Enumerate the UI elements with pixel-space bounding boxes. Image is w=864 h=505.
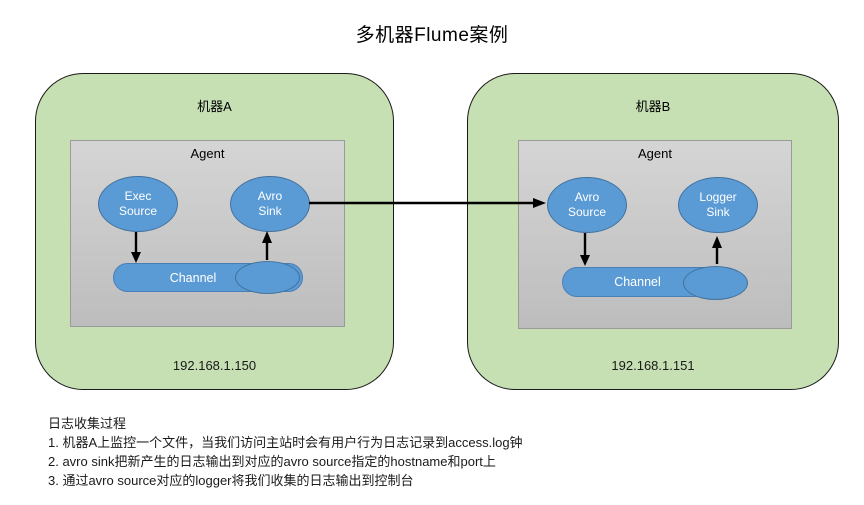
machine-a-ip: 192.168.1.150 <box>172 358 257 373</box>
avro-source-node: Avro Source <box>547 177 627 233</box>
notes-line-2: 2. avro sink把新产生的日志输出到对应的avro source指定的h… <box>48 454 496 469</box>
avro-sink-label-line2: Sink <box>258 204 282 218</box>
notes-line-1: 1. 机器A上监控一个文件，当我们访问主站时会有用户行为日志记录到access.… <box>48 435 523 450</box>
agent-b-box: Agent <box>518 140 792 329</box>
avro-source-label-line1: Avro <box>574 190 600 204</box>
avro-sink-label-line1: Avro <box>257 189 283 203</box>
exec-source-node: Exec Source <box>98 176 178 232</box>
machine-b-ip: 192.168.1.151 <box>611 358 695 373</box>
agent-b-label: Agent <box>638 146 672 161</box>
notes-line-3: 3. 通过avro source对应的logger将我们收集的日志输出到控制台 <box>48 473 414 488</box>
channel-a-ellipse <box>235 261 300 294</box>
logger-sink-label-line1: Logger <box>699 190 737 204</box>
channel-b-ellipse <box>683 266 748 300</box>
diagram-title: 多机器Flume案例 <box>355 25 509 46</box>
agent-a-label: Agent <box>190 146 225 161</box>
agent-a-box: Agent <box>70 140 345 327</box>
channel-b-label: Channel <box>614 275 661 289</box>
avro-source-label-line2: Source <box>567 205 607 219</box>
logger-sink-node: Logger Sink <box>678 177 758 233</box>
machine-b-label: 机器B <box>635 99 671 114</box>
notes-heading: 日志收集过程 <box>48 416 127 431</box>
machine-a-label: 机器A <box>197 99 232 114</box>
notes-block: 日志收集过程 1. 机器A上监控一个文件，当我们访问主站时会有用户行为日志记录到… <box>48 414 523 490</box>
exec-source-label-line2: Source <box>118 204 158 218</box>
logger-sink-label-line2: Sink <box>706 205 730 219</box>
exec-source-label-line1: Exec <box>124 189 152 203</box>
channel-a-label: Channel <box>169 270 217 285</box>
avro-sink-node: Avro Sink <box>230 176 310 232</box>
